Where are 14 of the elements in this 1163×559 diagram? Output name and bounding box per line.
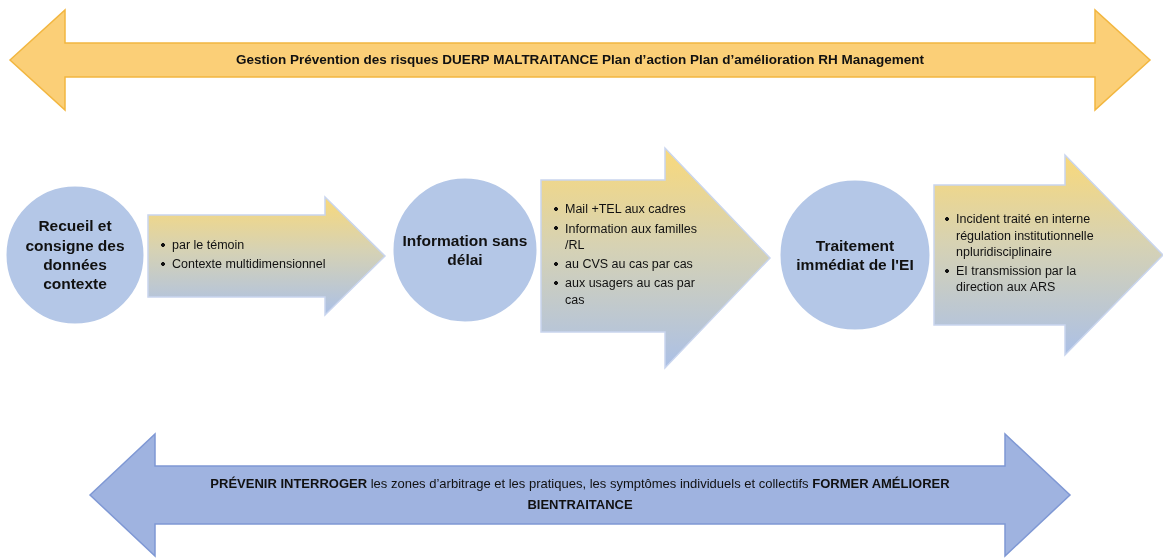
arrow-shape [934, 155, 1163, 355]
banner-text: PRÉVENIR INTERROGER les zones d’arbitrage et les pratiques, les symptômes individuels et collectifs FORMER AMÉLIORER BIENTRAITANCE [209, 475, 951, 514]
double-arrow-banner [10, 10, 1150, 110]
double-arrow-banner [90, 434, 1070, 556]
circle-node [390, 175, 540, 325]
circle-label: Information sans délai [401, 230, 529, 270]
circle-label: Traitement immédiat de l'EI [795, 235, 915, 275]
banner-text: Gestion Prévention des risques DUERP MALTRAITANCE Plan d’action Plan d’amélioration RH Management [235, 51, 925, 70]
bullet-item: Incident traité en interne régulation institutionnelle npluridisciplinaire [944, 211, 1094, 261]
circle-label: Recueil et consigne des données contexte [24, 216, 126, 294]
circle-node [777, 177, 933, 333]
circle-node [3, 183, 147, 327]
arrow-shape [148, 197, 385, 315]
arrow-shape [541, 148, 770, 368]
